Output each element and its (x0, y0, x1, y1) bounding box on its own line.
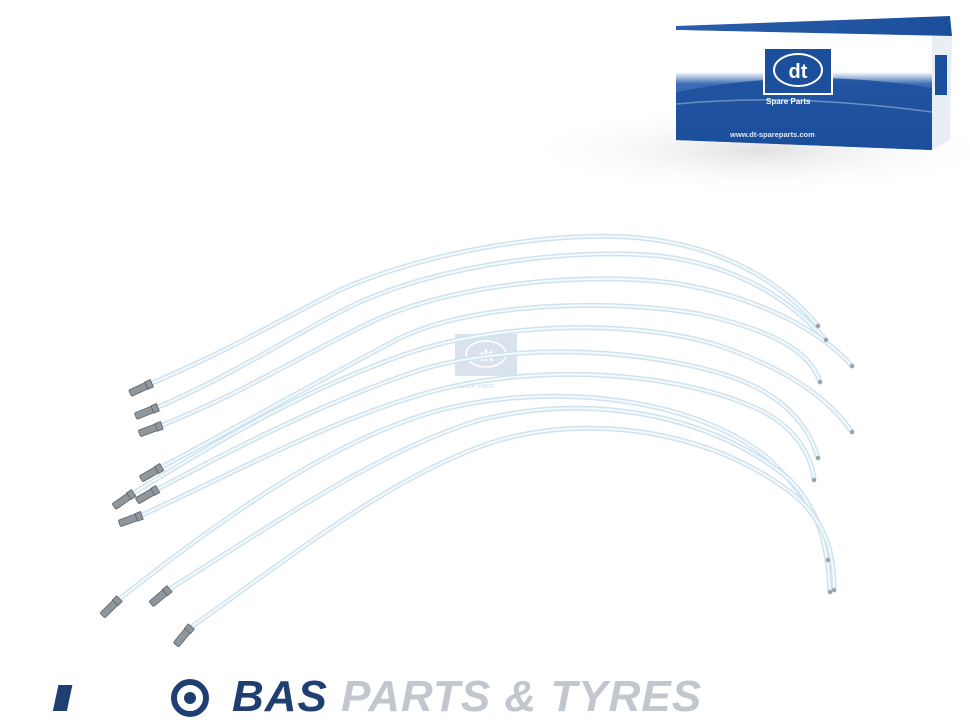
wire-tip (817, 379, 823, 385)
crimp-terminal (173, 623, 195, 647)
wire-highlight (149, 235, 819, 385)
crimp-terminal (149, 585, 173, 607)
wire-harness (100, 233, 855, 647)
wire-highlight (155, 252, 827, 409)
terminal-crimp (149, 484, 161, 497)
crimp-terminal (135, 484, 161, 504)
terminal-crimp (134, 511, 144, 522)
wire-tip (811, 477, 817, 483)
footer-brand: BAS PARTS & TYRES (232, 672, 702, 722)
wire-tip (823, 337, 829, 343)
wire-tip (815, 455, 821, 461)
crimp-terminal (128, 378, 155, 397)
terminal-crimp (183, 623, 195, 635)
wire-highlight (189, 427, 835, 629)
crimp-terminal (138, 421, 164, 437)
wire-tip (827, 589, 833, 595)
crimp-terminal (118, 511, 144, 527)
terminal-crimp (144, 378, 155, 390)
terminal-crimp (153, 462, 165, 475)
wire-tip (849, 429, 855, 435)
terminal-crimp (125, 489, 137, 501)
footer-word-bas: BAS (232, 672, 328, 721)
terminal-crimp (111, 595, 123, 607)
crimp-terminal (134, 403, 160, 420)
bas-logo-icon (52, 679, 209, 717)
wire-highlight (155, 350, 819, 491)
product-box: dt Spare Parts www.dt-spareparts.com (520, 16, 970, 195)
box-logo-text: dt (789, 61, 808, 83)
crimp-terminal (112, 489, 137, 510)
watermark-tagline: Spare Parts (456, 383, 495, 390)
terminal-crimp (161, 585, 173, 597)
wire-highlight (159, 277, 853, 427)
dt-logo: dt (763, 47, 833, 95)
footer-word-parts-tyres: PARTS & TYRES (341, 672, 703, 721)
crimp-terminal (139, 462, 165, 482)
wire (115, 393, 831, 603)
wire-highlight (139, 373, 815, 517)
crimp-terminal (100, 595, 123, 618)
wire-tip (831, 587, 837, 593)
box-website: www.dt-spareparts.com (729, 130, 815, 139)
wire-highlight (159, 304, 821, 469)
wire-highlight (131, 326, 853, 495)
terminal-crimp (154, 421, 164, 432)
box-tagline: Spare Parts (766, 97, 811, 106)
terminal-crimp (150, 403, 160, 414)
wire (187, 425, 837, 631)
wire-tip (815, 323, 821, 329)
wire-tip (825, 557, 831, 563)
wire-tip (849, 363, 855, 369)
